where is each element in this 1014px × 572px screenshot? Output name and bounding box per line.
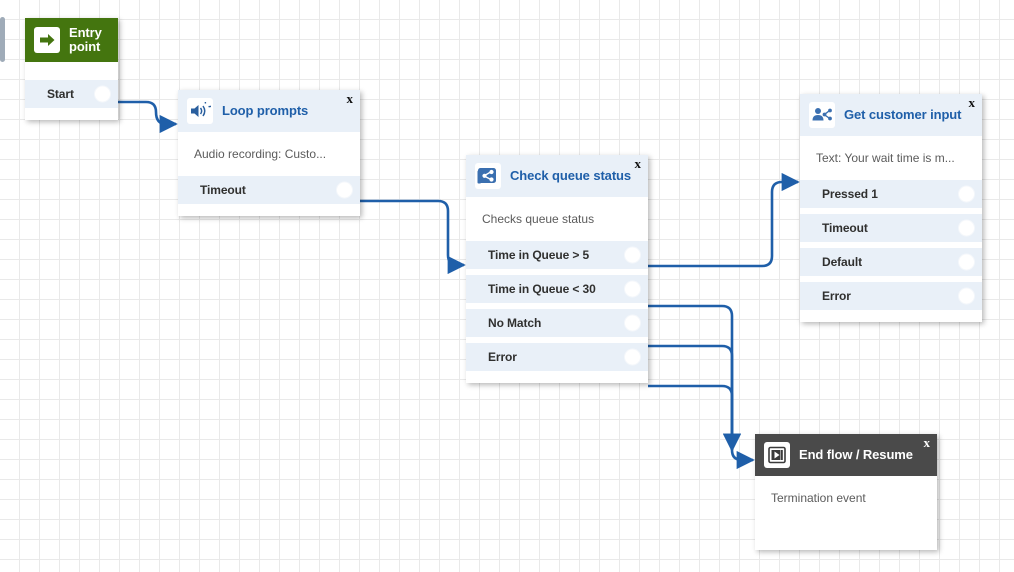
port-label: Timeout [200, 183, 246, 197]
node-body: Checks queue status Time in Queue > 5 Ti… [466, 197, 648, 383]
port-connector-dot[interactable] [625, 349, 640, 365]
port-row-timeout[interactable]: Timeout [178, 176, 360, 204]
person-branch-icon [809, 102, 835, 128]
node-title: Entry point [69, 26, 102, 54]
close-icon[interactable]: x [923, 435, 931, 450]
connector-nomatch-to-end [648, 344, 742, 452]
node-title: Get customer input [844, 107, 962, 122]
port-row-time-in-queue-lt-30[interactable]: Time in Queue < 30 [466, 275, 648, 303]
node-get-customer-input[interactable]: Get customer input x Text: Your wait tim… [800, 94, 982, 322]
port-row-start[interactable]: Start [25, 80, 118, 108]
port-label: Default [822, 255, 862, 269]
node-header: Check queue status x [466, 155, 648, 197]
port-label: No Match [488, 316, 542, 330]
port-label: Time in Queue > 5 [488, 248, 590, 262]
port-connector-dot[interactable] [959, 254, 974, 270]
port-row-error[interactable]: Error [800, 282, 982, 310]
port-label: Pressed 1 [822, 187, 878, 201]
port-connector-dot[interactable] [959, 220, 974, 236]
port-row-timeout[interactable]: Timeout [800, 214, 982, 242]
node-end-flow-resume[interactable]: End flow / Resume x Termination event [755, 434, 937, 550]
port-connector-dot[interactable] [95, 86, 110, 102]
port-connector-dot[interactable] [959, 186, 974, 202]
node-header: Entry point [25, 18, 118, 62]
arrow-right-icon [34, 27, 60, 53]
connector-loop-to-check [360, 199, 466, 275]
node-title: Check queue status [510, 168, 632, 183]
port-label: Start [47, 87, 74, 101]
connector-check30-to-end [648, 304, 755, 470]
port-label: Error [488, 350, 517, 364]
port-connector-dot[interactable] [337, 182, 352, 198]
port-row-default[interactable]: Default [800, 248, 982, 276]
vertical-scrollbar-thumb[interactable] [0, 17, 5, 62]
close-icon[interactable]: x [634, 156, 642, 171]
node-entry-point[interactable]: Entry point Start [25, 18, 118, 120]
port-connector-dot[interactable] [959, 288, 974, 304]
branch-icon [475, 163, 501, 189]
node-title-line2: point [69, 39, 101, 54]
node-description: Checks queue status [482, 212, 595, 226]
node-header: Get customer input x [800, 94, 982, 136]
end-flow-icon [764, 442, 790, 468]
port-connector-dot[interactable] [625, 281, 640, 297]
port-label: Timeout [822, 221, 868, 235]
connector-check-to-input [648, 172, 800, 268]
port-row-pressed-1[interactable]: Pressed 1 [800, 180, 982, 208]
node-body: Start [25, 62, 118, 120]
node-title: Loop prompts [222, 103, 309, 118]
node-description: Termination event [771, 491, 866, 505]
node-description: Text: Your wait time is m... [816, 151, 955, 165]
node-check-queue-status[interactable]: Check queue status x Checks queue status… [466, 155, 648, 383]
port-row-error[interactable]: Error [466, 343, 648, 371]
port-row-time-in-queue-gt-5[interactable]: Time in Queue > 5 [466, 241, 648, 269]
node-loop-prompts[interactable]: Loop prompts x Audio recording: Custo...… [178, 90, 360, 216]
speaker-loop-icon [187, 98, 213, 124]
node-body: Termination event [755, 476, 937, 550]
port-connector-dot[interactable] [625, 247, 640, 263]
port-row-no-match[interactable]: No Match [466, 309, 648, 337]
connector-entry-to-loop [118, 100, 178, 134]
node-title: End flow / Resume [799, 447, 913, 462]
node-body: Audio recording: Custo... Timeout [178, 132, 360, 216]
port-connector-dot[interactable] [625, 315, 640, 331]
close-icon[interactable]: x [968, 95, 976, 110]
connector-error-to-end [648, 384, 742, 452]
close-icon[interactable]: x [346, 91, 354, 106]
node-body: Text: Your wait time is m... Pressed 1 T… [800, 136, 982, 322]
node-header: Loop prompts x [178, 90, 360, 132]
node-header: End flow / Resume x [755, 434, 937, 476]
node-title-line1: Entry [69, 25, 102, 40]
node-description: Audio recording: Custo... [194, 147, 327, 161]
port-label: Time in Queue < 30 [488, 282, 596, 296]
port-label: Error [822, 289, 851, 303]
